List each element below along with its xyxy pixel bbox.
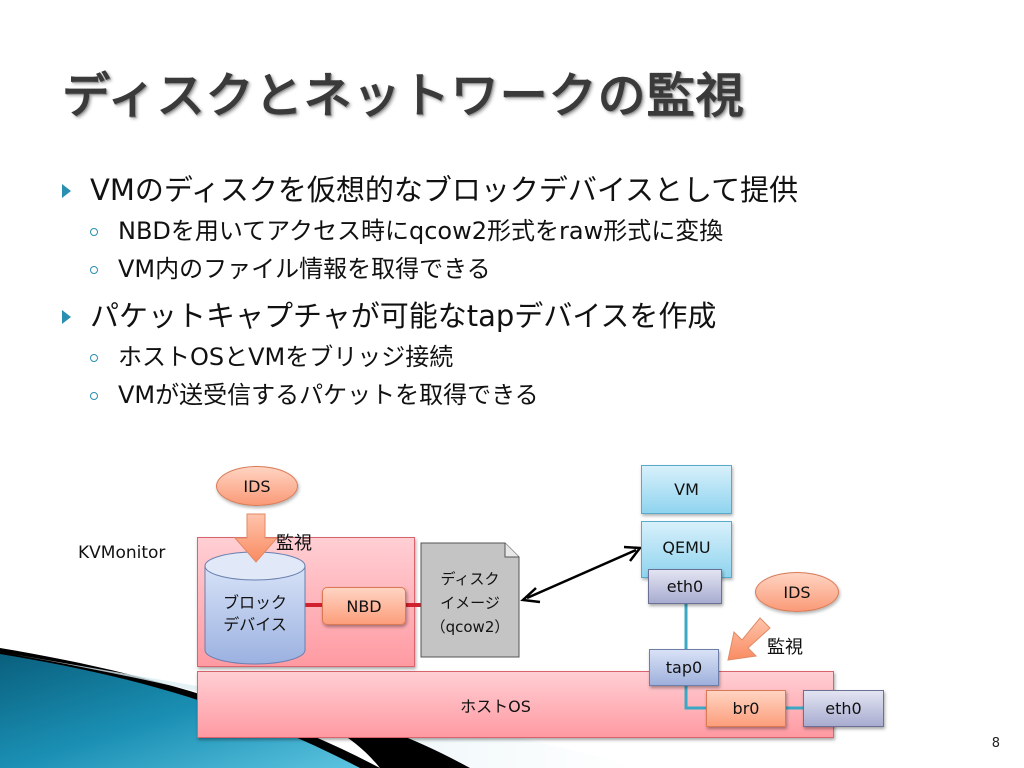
triangle-bullet-icon — [62, 310, 71, 324]
bullet-list: VMのディスクを仮想的なブロックデバイスとして提供 NBDを用いてアクセス時にq… — [60, 170, 960, 414]
sub-bullet-item: NBDを用いてアクセス時にqcow2形式をraw形式に変換 — [60, 212, 960, 250]
arrowhead-disk — [520, 587, 541, 604]
bullet-item: VMのディスクを仮想的なブロックデバイスとして提供 — [60, 170, 960, 212]
nbd-box: NBD — [322, 587, 406, 625]
sub-bullet-text: NBDを用いてアクセス時にqcow2形式をraw形式に変換 — [118, 217, 724, 245]
circle-bullet-icon — [90, 266, 98, 274]
sub-bullet-text: VM内のファイル情報を取得できる — [118, 255, 491, 283]
ids-right-label: IDS — [783, 582, 811, 602]
sub-bullet-text: ホストOSとVMをブリッジ接続 — [118, 343, 454, 371]
host-os-label: ホストOS — [460, 696, 531, 716]
ids-right: IDS — [755, 572, 839, 612]
sub-bullet-text: VMが送受信するパケットを取得できる — [118, 381, 539, 409]
bullet-text: VMのディスクを仮想的なブロックデバイスとして提供 — [90, 173, 799, 207]
connector-tap0-br0 — [684, 686, 706, 710]
host-eth0-label: eth0 — [825, 699, 862, 718]
monitor-right-label: 監視 — [767, 637, 803, 658]
circle-bullet-icon — [90, 354, 98, 362]
arrowhead-qemu — [623, 545, 643, 562]
monitor-arrow-left — [233, 513, 279, 563]
disk-image-line1: ディスク — [440, 570, 500, 588]
kvmonitor-label: KVMonitor — [78, 543, 166, 563]
tap0-label: tap0 — [665, 658, 703, 677]
circle-bullet-icon — [90, 392, 98, 400]
circle-bullet-icon — [90, 228, 98, 236]
vm-eth0-label: eth0 — [666, 577, 704, 596]
ids-left: IDS — [216, 466, 298, 506]
qemu-box: QEMU — [641, 521, 732, 578]
nbd-label: NBD — [346, 596, 382, 616]
page-number: 8 — [991, 736, 1000, 751]
disk-image-label: ディスク イメージ （qcow2） — [421, 563, 519, 643]
bullet-item: パケットキャプチャが可能なtapデバイスを作成 — [60, 296, 960, 338]
sub-bullet-item: ホストOSとVMをブリッジ接続 — [60, 338, 960, 376]
vm-box: VM — [641, 465, 732, 514]
monitor-arrow-right — [727, 617, 771, 661]
slide-title: ディスクとネットワークの監視 — [62, 68, 745, 124]
tap0-box: tap0 — [649, 649, 719, 686]
disk-image-fold — [504, 543, 519, 558]
ids-left-label: IDS — [243, 476, 271, 496]
arrow-disk-qemu — [526, 548, 637, 600]
br0-label: br0 — [732, 699, 760, 718]
block-device-line2: デバイス — [223, 615, 287, 634]
bullet-text: パケットキャプチャが可能なtapデバイスを作成 — [90, 299, 717, 333]
disk-image-line3: （qcow2） — [430, 618, 510, 636]
sub-bullet-item: VM内のファイル情報を取得できる — [60, 250, 960, 288]
block-device-cylinder — [204, 565, 306, 665]
sub-bullet-item: VMが送受信するパケットを取得できる — [60, 376, 960, 414]
qemu-label: QEMU — [662, 538, 711, 557]
monitor-left-label: 監視 — [276, 533, 312, 554]
block-device-label: ブロック デバイス — [205, 588, 305, 640]
block-device-line1: ブロック — [222, 593, 287, 612]
host-eth0-box: eth0 — [803, 690, 884, 727]
triangle-bullet-icon — [62, 184, 71, 198]
disk-image-document — [420, 542, 520, 658]
vm-eth0-box: eth0 — [648, 569, 722, 604]
disk-image-line2: イメージ — [440, 594, 500, 612]
vm-label: VM — [674, 480, 699, 499]
br0-box: br0 — [706, 690, 786, 727]
